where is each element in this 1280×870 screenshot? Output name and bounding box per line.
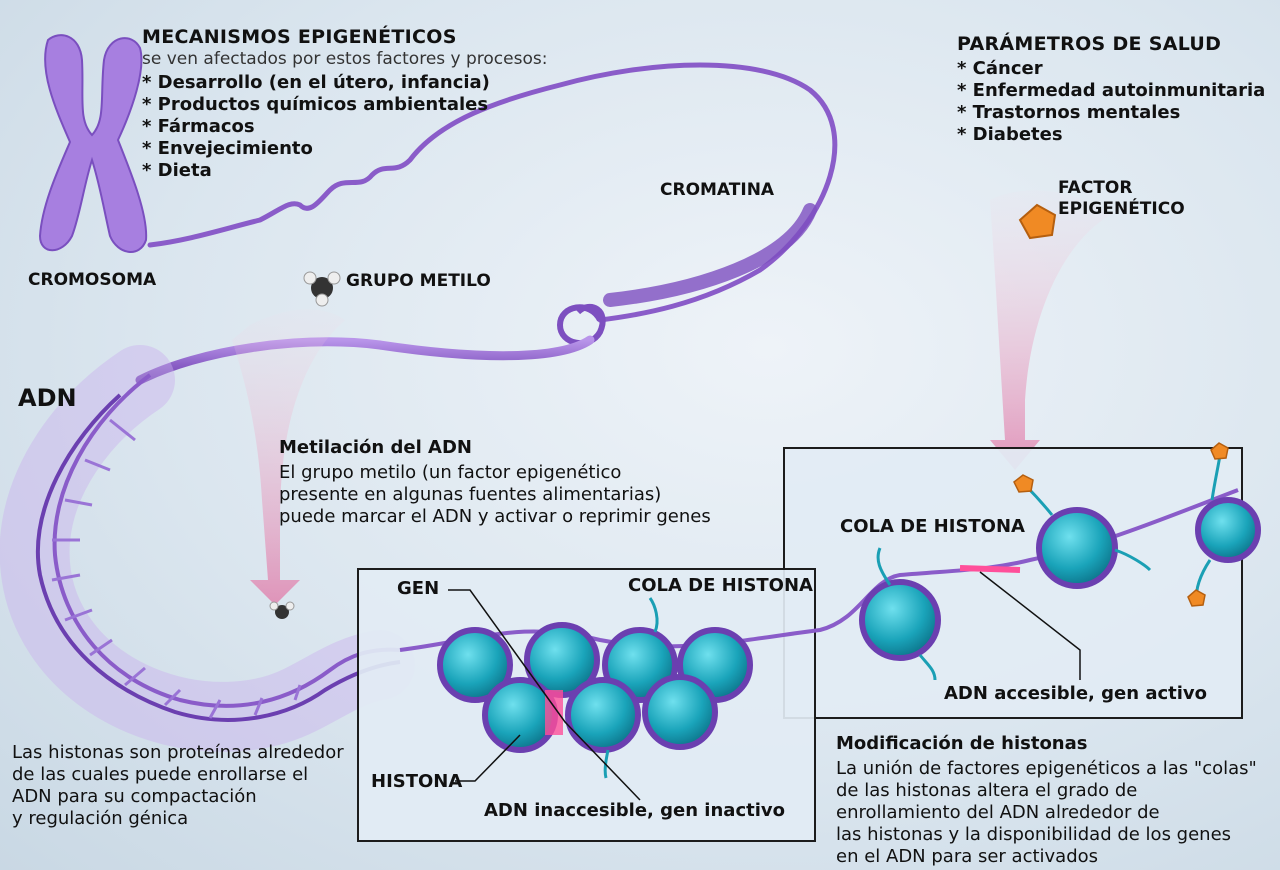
dna-helix <box>0 345 415 752</box>
methyl-group-label: GRUPO METILO <box>346 271 491 291</box>
methylation-text: El grupo metilo (un factor epigenético p… <box>279 462 711 527</box>
methylation-arrow <box>232 309 345 605</box>
histone-tail-label-right: COLA DE HISTONA <box>840 516 1025 537</box>
histone-cluster <box>437 622 753 753</box>
histone-tail-label-left: COLA DE HISTONA <box>628 575 813 596</box>
list-item: * Cáncer <box>957 58 1043 79</box>
methyl-molecule-icon <box>303 271 341 307</box>
histone-label: HISTONA <box>371 771 463 792</box>
heterochromatin-panel <box>783 447 1243 719</box>
epigenetic-factor-label-2: EPIGENÉTICO <box>1058 199 1185 219</box>
list-item: * Productos químicos ambientales <box>142 94 489 115</box>
dna-rungs <box>51 418 302 719</box>
histone-modification-text: La unión de factores epigenéticos a las … <box>836 758 1257 867</box>
list-item: * Fármacos <box>142 116 255 137</box>
mechanisms-list: * Desarrollo (en el útero, infancia) * P… <box>142 72 490 182</box>
epigenetic-factor-label-1: FACTOR <box>1058 178 1133 198</box>
methylation-title: Metilación del ADN <box>279 437 472 458</box>
methyl-on-dna-icon <box>269 601 295 619</box>
chromosome-shape <box>38 34 148 253</box>
list-item: * Desarrollo (en el útero, infancia) <box>142 72 490 93</box>
dna-label: ADN <box>18 384 77 412</box>
list-item: * Diabetes <box>957 124 1063 145</box>
list-item: * Trastornos mentales <box>957 102 1181 123</box>
dna-inaccessible-label: ADN inaccesible, gen inactivo <box>484 800 785 821</box>
mechanisms-title: MECANISMOS EPIGENÉTICOS <box>142 26 457 48</box>
epigenetic-factor-icon <box>1018 203 1057 240</box>
mechanisms-subtitle: se ven afectados por estos factores y pr… <box>142 49 548 69</box>
chromosome-label: CROMOSOMA <box>28 270 157 290</box>
histone-open-cluster <box>859 497 1261 661</box>
coiled-fiber <box>556 303 606 347</box>
chromatin-label: CROMATINA <box>660 180 775 200</box>
histone-modification-title: Modificación de histonas <box>836 733 1088 754</box>
health-list: * Cáncer * Enfermedad autoinmunitaria * … <box>957 58 1265 146</box>
list-item: * Dieta <box>142 160 212 181</box>
list-item: * Enfermedad autoinmunitaria <box>957 80 1266 101</box>
chromatin-fiber-large <box>135 335 595 385</box>
dna-accessible-label: ADN accesible, gen activo <box>944 683 1208 704</box>
factor-arrow <box>990 190 1110 471</box>
health-title: PARÁMETROS DE SALUD <box>957 33 1222 55</box>
histone-note: Las histonas son proteínas alrededor de … <box>12 742 344 829</box>
list-item: * Envejecimiento <box>142 138 313 159</box>
gene-label: GEN <box>397 578 440 599</box>
